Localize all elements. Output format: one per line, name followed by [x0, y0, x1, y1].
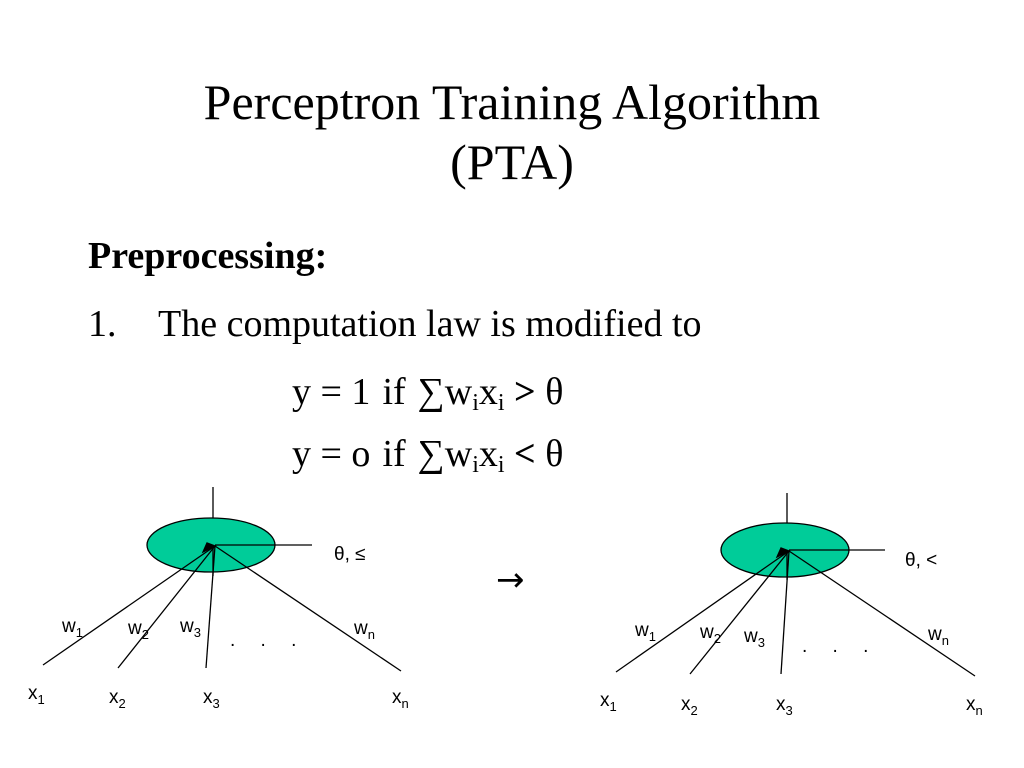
left-neuron-diagram [42, 487, 402, 672]
eq-sub: i [472, 452, 479, 478]
left-weight-label: wn [353, 618, 375, 642]
title-line-1: Perceptron Training Algorithm [203, 74, 821, 130]
list-number: 1. [88, 303, 117, 345]
eq-theta: θ [545, 433, 564, 475]
eq-lhs: y = 1 [292, 371, 371, 413]
right-neuron-diagram [615, 493, 976, 677]
left-labels: θ, ≤ w1 w2 w3 wn . . . x1 x2 x3 xn [28, 544, 409, 711]
left-edge-3 [205, 545, 216, 669]
right-ellipsis: . . . [802, 636, 878, 657]
eq-operator: > [514, 371, 536, 413]
right-input-label: x2 [681, 694, 698, 718]
eq-lhs: y = o [292, 433, 371, 475]
eq-sub: i [497, 390, 505, 416]
eq-if: if [382, 433, 406, 475]
right-input-label: x1 [600, 690, 617, 714]
eq-sum: ∑w [417, 433, 473, 475]
section-heading: Preprocessing: [88, 235, 328, 277]
eq-if: if [382, 371, 406, 413]
slide-title: Perceptron Training Algorithm (PTA) [0, 72, 1024, 192]
left-input-label: x1 [28, 683, 45, 707]
list-text: The computation law is modified to [158, 303, 702, 345]
eq-sub: i [472, 390, 479, 416]
transform-arrow-icon: → [496, 560, 525, 600]
right-input-label: xn [966, 694, 983, 718]
left-input-label: xn [392, 687, 409, 711]
eq-x: x [478, 433, 498, 475]
right-weight-label: w1 [634, 620, 656, 644]
left-threshold-label: θ, ≤ [334, 544, 366, 565]
right-weight-label: w2 [699, 622, 721, 646]
right-weight-label: w3 [743, 626, 765, 650]
left-edge-2 [117, 545, 216, 669]
eq-sub: i [497, 452, 505, 478]
right-edge-3 [780, 550, 790, 675]
eq-sum: ∑w [417, 371, 473, 413]
right-edge-2 [689, 550, 790, 675]
right-threshold-label: θ, < [905, 550, 937, 571]
left-weight-label: w1 [61, 616, 83, 640]
right-arrowhead-icon [775, 547, 791, 559]
right-labels: θ, < w1 w2 w3 wn . . . x1 x2 x3 xn [600, 550, 983, 718]
title-line-2: (PTA) [450, 134, 574, 190]
left-weight-label: w3 [179, 616, 201, 640]
list-item: 1. The computation law is modified to [88, 300, 702, 348]
left-input-label: x2 [109, 687, 126, 711]
left-arrowhead-icon [201, 542, 217, 554]
left-ellipsis: . . . [230, 630, 306, 651]
left-input-label: x3 [203, 687, 220, 711]
right-edge-1 [615, 550, 790, 673]
left-edge-1 [42, 545, 216, 666]
eq-x: x [478, 371, 498, 413]
left-edge-n [214, 545, 402, 672]
eq-theta: θ [545, 371, 564, 413]
right-weight-label: wn [927, 624, 949, 648]
eq-operator: < [514, 433, 536, 475]
right-edge-n [788, 550, 976, 677]
right-input-label: x3 [776, 694, 793, 718]
left-weight-label: w2 [127, 618, 149, 642]
